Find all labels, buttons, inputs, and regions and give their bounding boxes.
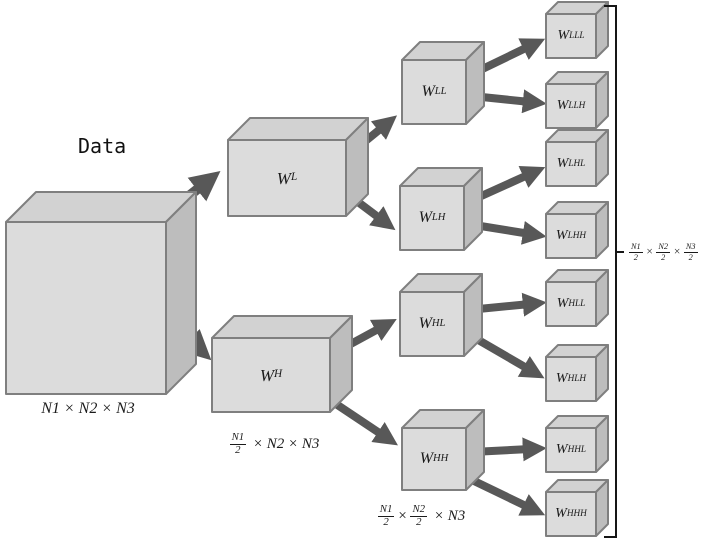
wlhl-cube [545, 129, 609, 187]
wl-cube [227, 117, 369, 217]
wlh-symbol: W [418, 209, 432, 226]
whh-subscript: HH [433, 452, 449, 464]
whhl-cube [545, 415, 609, 473]
fraction-denominator: 2 [688, 252, 693, 262]
data-dimensions: N1 × N2 × N3 [41, 400, 135, 418]
data-cube [5, 191, 197, 395]
wll-cube [401, 41, 485, 125]
whh-symbol: W [419, 450, 434, 467]
fraction-denominator: 2 [383, 515, 389, 528]
wh-symbol: W [259, 365, 275, 385]
wh-cube [211, 315, 353, 413]
wllh-symbol: W [556, 98, 569, 113]
fraction-numerator: N2 [656, 242, 671, 253]
wlll-cube [545, 1, 609, 59]
arrow-whh-to-whhh [470, 476, 546, 516]
wll-subscript: LL [434, 85, 447, 97]
whhh-cube [545, 479, 609, 537]
wlll-symbol: W [557, 28, 570, 43]
whll-subscript: HLL [568, 298, 586, 309]
grouping-bracket [604, 5, 624, 538]
fraction-numerator: N2 [410, 502, 428, 517]
whll-cube [545, 269, 609, 327]
whl-subscript: HL [431, 317, 446, 329]
whll-symbol: W [556, 296, 569, 311]
fraction-numerator: N1 [229, 430, 247, 445]
wllh-cube [545, 71, 609, 129]
wlhh-cube [545, 201, 609, 259]
whl-symbol: W [418, 315, 432, 332]
times-sign: × [673, 245, 681, 258]
fraction-denominator: 2 [416, 515, 422, 528]
fraction-denominator: 2 [661, 252, 666, 262]
arrow-wh-to-whh [333, 400, 398, 446]
whhh-subscript: HHH [566, 508, 587, 519]
wl-subscript: L [290, 171, 298, 184]
whh-cube [401, 409, 485, 491]
fraction-denominator: 2 [235, 443, 241, 456]
whlh-subscript: HLH [567, 373, 587, 384]
fraction-numerator: N3 [683, 242, 698, 253]
whhl-symbol: W [555, 442, 568, 457]
whhh-symbol: W [555, 506, 567, 521]
fraction-denominator: 2 [633, 252, 638, 262]
whhl-subscript: HHL [567, 444, 587, 455]
wlhh-subscript: LHH [567, 230, 587, 241]
wlhh-symbol: W [555, 228, 568, 243]
wl-symbol: W [276, 168, 291, 188]
wlh-cube [399, 167, 483, 251]
whl-cube [399, 273, 483, 357]
dimension-text: × N2 × N3 [249, 435, 320, 452]
wlhl-symbol: W [556, 156, 569, 171]
times-sign: × [645, 245, 654, 258]
wh-subscript: H [274, 368, 283, 381]
fraction-numerator: N1 [629, 242, 643, 253]
wlll-subscript: LLL [569, 30, 585, 41]
wllh-subscript: LLH [568, 100, 586, 111]
wll-symbol: W [421, 83, 435, 100]
fraction-numerator: N1 [377, 502, 395, 517]
whlh-symbol: W [555, 371, 568, 386]
times-sign: × [397, 507, 408, 524]
dimension-text: × N3 [430, 507, 466, 524]
wlh-subscript: LH [431, 211, 446, 223]
data-cube-title: Data [78, 134, 127, 158]
whlh-cube [545, 344, 609, 402]
wlhl-subscript: LHL [568, 158, 586, 169]
